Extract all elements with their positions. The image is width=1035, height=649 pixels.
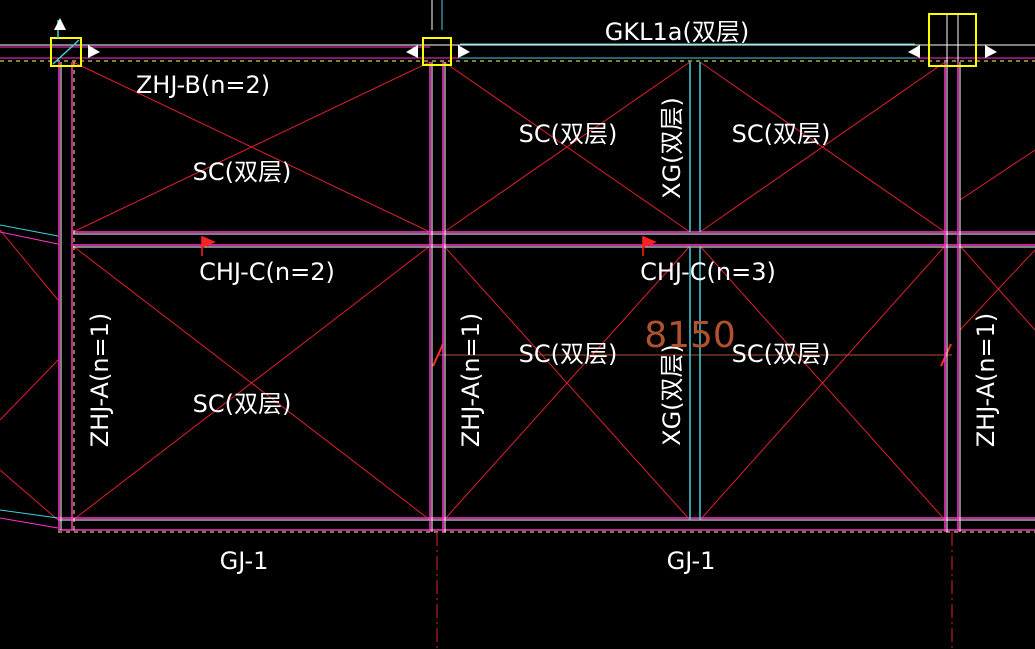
label-sc-bay1-top: SC(双层) bbox=[193, 158, 292, 186]
label-chj-c3: CHJ-C(n=3) bbox=[640, 258, 776, 286]
label-gj-1-left: GJ-1 bbox=[220, 547, 269, 575]
arrow-markers bbox=[54, 18, 997, 58]
label-xg-bottom: XG(双层) bbox=[658, 344, 686, 446]
label-zhj-b: ZHJ-B(n=2) bbox=[136, 71, 270, 99]
dimension-line bbox=[432, 343, 952, 367]
flag-marker-2[interactable] bbox=[642, 236, 657, 256]
column-box-right[interactable] bbox=[928, 13, 977, 67]
label-sc-bay1-bottom: SC(双层) bbox=[193, 390, 292, 418]
label-sc-bay2-bottom-left: SC(双层) bbox=[519, 340, 618, 368]
column-box-middle[interactable] bbox=[422, 37, 452, 66]
cross-bracing bbox=[0, 61, 1035, 521]
flag-marker-1[interactable] bbox=[201, 236, 216, 256]
label-sc-bay2-top-left: SC(双层) bbox=[519, 120, 618, 148]
column-box-left[interactable] bbox=[50, 20, 82, 67]
top-beam bbox=[0, 43, 1035, 62]
left-edge-members bbox=[0, 224, 59, 529]
column-right bbox=[944, 62, 961, 649]
label-sc-bay2-bottom-right: SC(双层) bbox=[732, 340, 831, 368]
column-left bbox=[58, 62, 75, 530]
label-chj-c2: CHJ-C(n=2) bbox=[199, 258, 335, 286]
label-gj-1-right: GJ-1 bbox=[667, 547, 716, 575]
dimension-value: 8150 bbox=[644, 315, 736, 356]
bottom-beam bbox=[58, 517, 1035, 533]
xg-member bbox=[689, 62, 701, 520]
label-zhj-a-right: ZHJ-A(n=1) bbox=[972, 313, 1000, 448]
label-sc-bay2-top-right: SC(双层) bbox=[732, 120, 831, 148]
label-gkl1a: GKL1a(双层) bbox=[605, 18, 749, 46]
column-middle bbox=[429, 0, 446, 649]
label-zhj-a-middle: ZHJ-A(n=1) bbox=[457, 313, 485, 448]
label-zhj-a-left: ZHJ-A(n=1) bbox=[86, 313, 114, 448]
label-xg-top: XG(双层) bbox=[658, 97, 686, 199]
middle-beam bbox=[73, 231, 1035, 248]
